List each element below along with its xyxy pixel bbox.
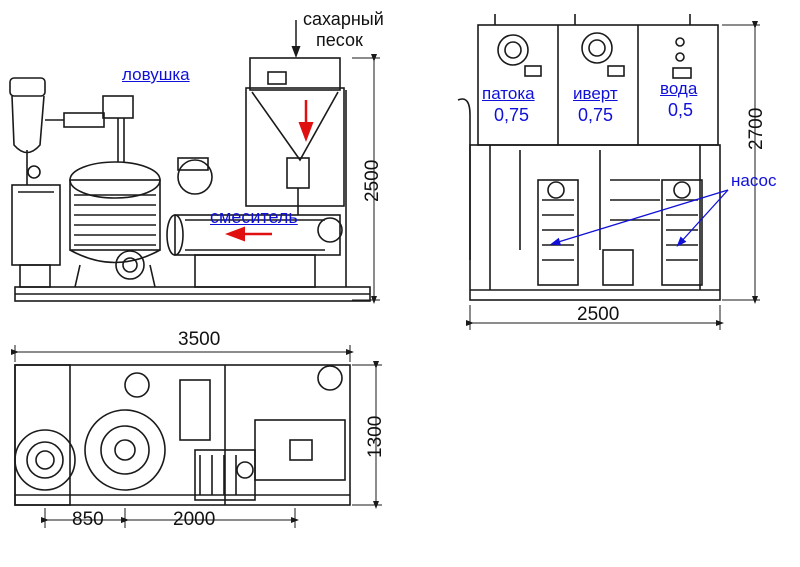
plan-dims <box>11 345 382 528</box>
side-height-dim <box>352 54 380 304</box>
pump-pointers <box>550 189 729 247</box>
side-view <box>9 57 371 302</box>
plan-view <box>14 364 351 506</box>
side-height-label: 2500 <box>362 159 383 202</box>
pump-label: насос <box>731 171 777 190</box>
trap-label: ловушка <box>122 65 190 84</box>
front-height-label: 2700 <box>746 107 767 150</box>
sugar-label-line1: сахарный <box>303 9 384 29</box>
invert-label: иверт <box>573 84 618 103</box>
molasses-label: патока <box>482 84 535 103</box>
water-value: 0,5 <box>668 100 694 120</box>
plan-depth-label: 1300 <box>365 415 386 458</box>
water-label: вода <box>660 79 698 98</box>
mixer-label: смеситель <box>210 207 298 227</box>
molasses-value: 0,75 <box>494 105 530 125</box>
sugar-label-line2: песок <box>316 30 363 50</box>
front-width-label: 2500 <box>577 304 620 325</box>
invert-value: 0,75 <box>578 105 614 125</box>
front-dims <box>466 21 760 330</box>
plan-seg1-label: 850 <box>72 509 104 530</box>
plan-length-label: 3500 <box>178 329 221 350</box>
front-view <box>457 14 721 301</box>
plan-seg2-label: 2000 <box>173 509 216 530</box>
